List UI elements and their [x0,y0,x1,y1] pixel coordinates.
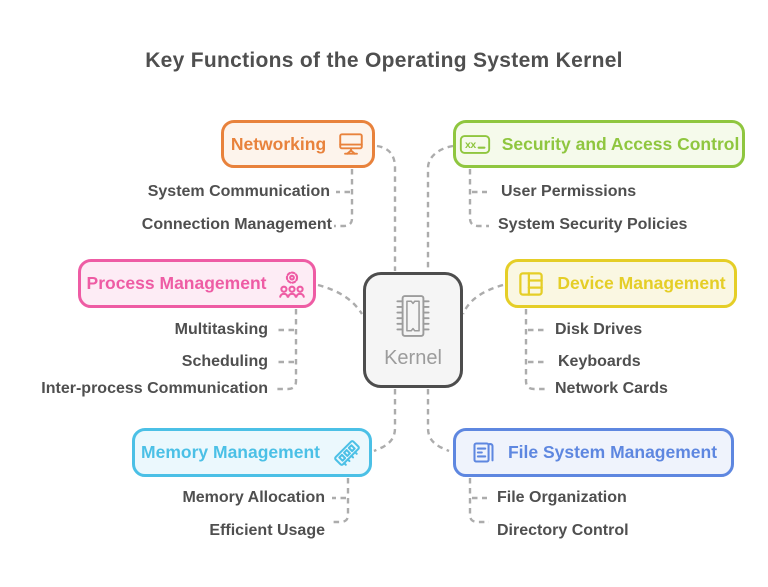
subtopic-system-communication: System Communication [147,183,330,200]
kernel-label: Kernel [384,347,442,369]
document-icon [470,438,497,467]
subtopic-scheduling: Scheduling [181,353,268,370]
team-settings-icon [277,269,307,299]
branch-process: Process Management [78,259,316,308]
connector-security-kernel [426,144,454,271]
monitor-icon [337,131,365,157]
subtopic-directory-control: Directory Control [497,522,629,539]
svg-text:xx: xx [465,139,476,151]
branch-label: Networking [230,133,327,154]
connector-process-kernel [317,283,364,315]
subtopic-user-permissions: User Permissions [501,183,637,200]
branch-label: Security and Access Control [501,133,740,154]
subtopic-system-security-policies: System Security Policies [498,216,688,233]
branch-device: Device Management [505,259,737,308]
branch-security: xx Security and Access Control [453,120,745,168]
subtopic-efficient-usage: Efficient Usage [209,522,325,539]
layout-columns-icon [516,269,546,299]
diagram-title: Key Functions of the Operating System Ke… [145,49,623,72]
password-field-icon: xx [459,134,491,155]
subtopic-file-organization: File Organization [497,489,627,506]
branch-label: Process Management [86,273,267,293]
ram-chip-icon [331,437,363,469]
branch-networking: Networking [221,120,375,168]
subtopic-inter-process-communication: Inter-process Communication [41,380,268,397]
branch-memory: Memory Management [132,428,372,477]
subtopic-memory-allocation: Memory Allocation [182,489,325,506]
branch-file: File System Management [453,428,734,477]
subtopic-multitasking: Multitasking [174,321,268,338]
connector-kernel-file [426,389,450,453]
connector-networking-kernel [376,144,397,271]
branch-label: Memory Management [141,442,320,462]
connector-device-kernel [461,283,504,315]
kernel-node: Kernel [363,272,463,388]
branch-label: Device Management [557,273,726,293]
subtopic-connection-management: Connection Management [141,216,332,233]
chip-icon [390,290,436,342]
branch-label: File System Management [507,442,718,462]
subtopic-disk-drives: Disk Drives [555,321,643,338]
connector-kernel-memory [373,389,397,453]
subtopic-network-cards: Network Cards [555,380,668,397]
subtopic-keyboards: Keyboards [558,353,641,370]
